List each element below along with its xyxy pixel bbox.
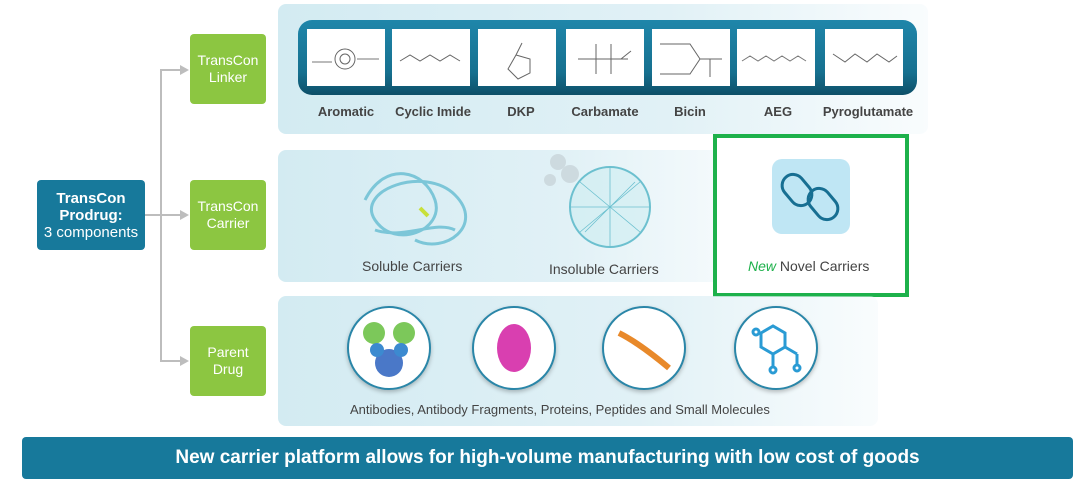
small-molecule-image [734, 306, 818, 390]
prodrug-title: TransCon [56, 189, 126, 207]
structure-pyroglutamate [825, 29, 903, 86]
label: TransCon [197, 52, 259, 68]
prodrug-box: TransCon Prodrug: 3 components [37, 180, 145, 250]
soluble-carrier-image [363, 172, 468, 246]
connector-drug [160, 360, 182, 362]
arrow-icon [180, 210, 189, 220]
linker-label-bicin: Bicin [674, 104, 706, 119]
peptide-image [602, 306, 686, 390]
structure-bicin [652, 29, 730, 86]
insoluble-carriers-label: Insoluble Carriers [549, 261, 659, 277]
structure-dkp [478, 29, 556, 86]
structure-aromatic [307, 29, 385, 86]
connector-carrier [145, 214, 182, 216]
label: Drug [212, 361, 244, 377]
prodrug-subtitle: 3 components [43, 223, 139, 241]
new-tag: New [748, 258, 777, 274]
structure-carbamate [566, 29, 644, 86]
linker-label-dkp: DKP [507, 104, 535, 119]
label: Carrier [206, 215, 250, 231]
link-icon [772, 159, 850, 234]
novel-carriers-text: Novel Carriers [779, 258, 870, 274]
linker-label-pyroglutamate: Pyroglutamate [822, 104, 914, 119]
linker-label-aromatic: Aromatic [317, 104, 375, 119]
structure-aeg [737, 29, 815, 86]
novel-carriers-label: New Novel Carriers [748, 258, 869, 274]
protein-image [472, 306, 556, 390]
antibody-image [347, 306, 431, 390]
linker-label-cyclic-imide: Cyclic Imide [395, 104, 471, 119]
carrier-panel [278, 150, 758, 282]
label: TransCon [197, 198, 259, 214]
prodrug-title: Prodrug: [59, 206, 123, 224]
arrow-icon [180, 356, 189, 366]
summary-banner: New carrier platform allows for high-vol… [22, 437, 1073, 479]
soluble-carriers-label: Soluble Carriers [362, 258, 463, 274]
insoluble-carrier-image [544, 154, 651, 248]
label: Parent [207, 344, 249, 360]
label: Linker [208, 69, 248, 85]
linker-label-carbamate: Carbamate [571, 104, 639, 119]
parent-drug-caption: Antibodies, Antibody Fragments, Proteins… [350, 402, 770, 417]
connector-linker [160, 69, 182, 71]
linker-label-aeg: AEG [763, 104, 793, 119]
structure-cyclic-imide [392, 29, 470, 86]
arrow-icon [180, 65, 189, 75]
